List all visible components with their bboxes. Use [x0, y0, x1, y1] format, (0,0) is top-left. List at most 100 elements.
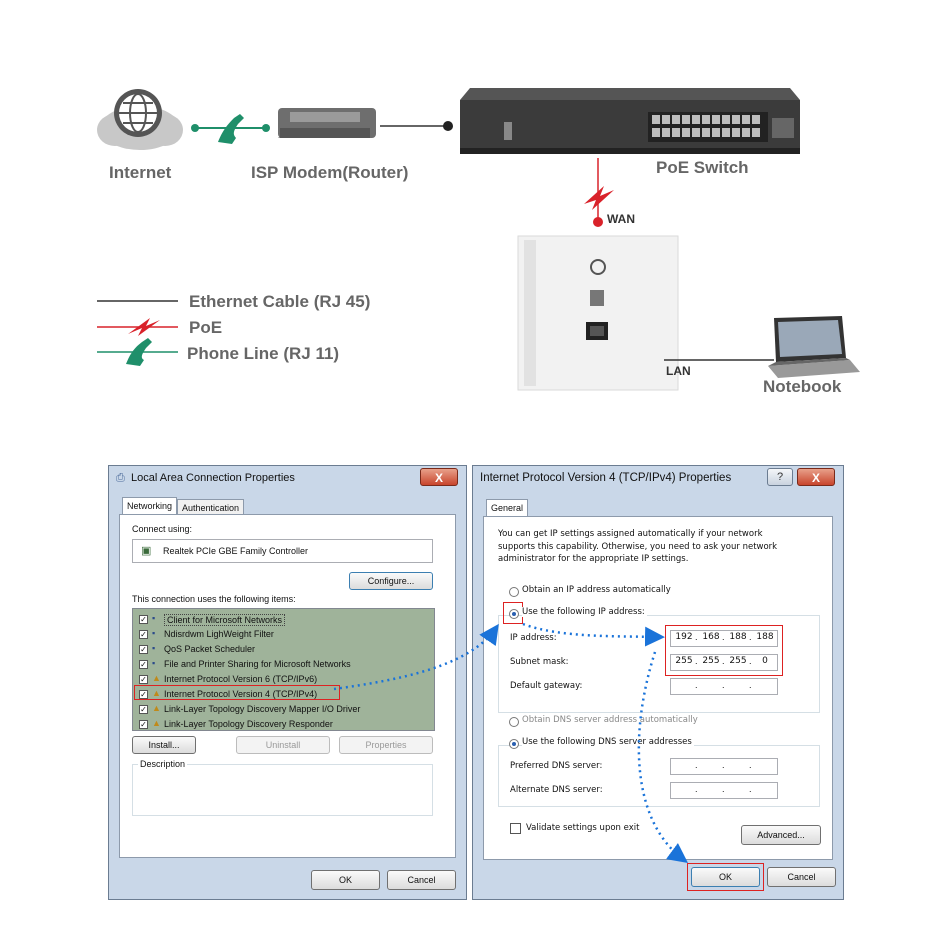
item-checkbox[interactable]: ✓	[139, 675, 148, 684]
item-checkbox[interactable]: ✓	[139, 660, 148, 669]
validate-label: Validate settings upon exit	[526, 823, 640, 833]
items-label: This connection uses the following items…	[132, 594, 296, 604]
tab-general[interactable]: General	[486, 499, 529, 517]
list-item[interactable]: ✓ ▲ Link-Layer Topology Discovery Mapper…	[133, 702, 434, 717]
ipv4-close-button[interactable]: X	[797, 468, 835, 486]
network-icon: ⎙	[116, 472, 125, 484]
modem-icon	[278, 108, 376, 138]
internet-cloud-icon	[97, 89, 183, 150]
item-label: Internet Protocol Version 6 (TCP/IPv6)	[164, 674, 318, 684]
item-checkbox[interactable]: ✓	[139, 630, 148, 639]
ipv4-cancel-button[interactable]: Cancel	[767, 867, 836, 887]
ip-address-label: IP address:	[510, 633, 557, 643]
item-label: Client for Microsoft Networks	[164, 614, 286, 626]
octet: 188	[729, 632, 747, 642]
items-list[interactable]: ✓ ▪ Client for Microsoft Networks ✓ ▪ Nd…	[132, 608, 435, 731]
tab-networking[interactable]: Networking	[122, 497, 178, 515]
list-item[interactable]: ✓ ▪ File and Printer Sharing for Microso…	[133, 657, 434, 672]
item-checkbox[interactable]: ✓	[139, 615, 148, 624]
item-label: Link-Layer Topology Discovery Mapper I/O…	[164, 704, 361, 714]
uninstall-button[interactable]: Uninstall	[236, 736, 330, 754]
list-item[interactable]: ✓ ▲ Link-Layer Topology Discovery Respon…	[133, 717, 434, 732]
item-label: File and Printer Sharing for Microsoft N…	[164, 659, 351, 669]
lan-cancel-button[interactable]: Cancel	[387, 870, 456, 890]
advanced-button[interactable]: Advanced...	[741, 825, 821, 845]
configure-button[interactable]: Configure...	[349, 572, 433, 590]
lan-title: Local Area Connection Properties	[131, 472, 295, 484]
list-item[interactable]: ✓ ▪ QoS Packet Scheduler	[133, 642, 434, 657]
octet: 255	[702, 656, 720, 666]
obtain-ip-radio[interactable]	[509, 587, 519, 597]
octet: 168	[702, 632, 720, 642]
use-dns-radio[interactable]	[509, 739, 519, 749]
item-label: Link-Layer Topology Discovery Responder	[164, 719, 333, 729]
ipv4-ok-button[interactable]: OK	[691, 867, 760, 887]
lan-ok-button[interactable]: OK	[311, 870, 380, 890]
client-icon: ▪	[152, 613, 156, 623]
ok-highlight-box	[687, 863, 764, 891]
item-label: Ndisrdwm LighWeight Filter	[164, 629, 274, 639]
flow-arrows	[333, 622, 689, 863]
intro-text-3: administrator for the appropriate IP set…	[498, 554, 689, 564]
use-dns-label: Use the following DNS server addresses	[522, 737, 694, 747]
help-button[interactable]: ?	[767, 468, 793, 486]
ip-address-group	[498, 615, 820, 713]
lan-label: LAN	[666, 364, 691, 378]
alternate-dns-label: Alternate DNS server:	[510, 785, 603, 795]
list-item[interactable]: ✓ ▪ Client for Microsoft Networks	[133, 612, 434, 627]
ipv4-title-bar: Internet Protocol Version 4 (TCP/IPv4) P…	[473, 466, 843, 492]
lan-close-button[interactable]: X	[420, 468, 458, 486]
arrow-ipv4-to-props	[333, 623, 499, 691]
ipv4-title: Internet Protocol Version 4 (TCP/IPv4) P…	[480, 472, 732, 484]
octet: 192	[675, 632, 693, 642]
preferred-dns-field[interactable]: ...	[670, 758, 778, 775]
obtain-dns-radio[interactable]	[509, 717, 519, 727]
protocol-icon: ▲	[152, 703, 161, 713]
tab-authentication[interactable]: Authentication	[177, 499, 245, 515]
list-item[interactable]: ✓ ▪ Ndisrdwm LighWeight Filter	[133, 627, 434, 642]
ip-address-field[interactable]: 192. 168. 188. 188	[670, 630, 778, 647]
item-checkbox[interactable]: ✓	[139, 645, 148, 654]
lan-properties-window: ⎙ Local Area Connection Properties X Net…	[108, 465, 467, 900]
use-ip-label: Use the following IP address:	[522, 607, 647, 617]
scheduler-icon: ▪	[152, 643, 156, 653]
poe-line-connector	[584, 158, 614, 227]
octet: 0	[762, 656, 768, 666]
notebook-label: Notebook	[763, 377, 842, 396]
description-label: Description	[138, 759, 188, 769]
item-label: QoS Packet Scheduler	[164, 644, 256, 654]
list-item[interactable]: ✓ ▲ Internet Protocol Version 6 (TCP/IPv…	[133, 672, 434, 687]
ipv4-highlight-box	[134, 685, 340, 700]
networking-panel: Connect using: ▣ Realtek PCIe GBE Family…	[119, 514, 456, 858]
modem-label: ISP Modem(Router)	[251, 163, 409, 182]
phone-line-connector	[191, 114, 270, 144]
notebook-icon	[768, 316, 860, 378]
item-checkbox[interactable]: ✓	[139, 690, 148, 699]
octet: 255	[729, 656, 747, 666]
obtain-dns-label: Obtain DNS server address automatically	[522, 715, 698, 725]
wan-label: WAN	[607, 212, 635, 226]
validate-checkbox[interactable]	[510, 823, 521, 834]
list-item[interactable]: ✓ ▲ Internet Protocol Version 4 (TCP/IPv…	[133, 687, 434, 702]
alternate-dns-field[interactable]: ...	[670, 782, 778, 799]
install-button[interactable]: Install...	[132, 736, 196, 754]
use-ip-radio[interactable]	[509, 609, 519, 619]
lan-title-bar: ⎙ Local Area Connection Properties X	[109, 466, 466, 492]
arrow-radio-to-ip	[522, 622, 665, 647]
octet: 188	[756, 632, 774, 642]
octet: 255	[675, 656, 693, 666]
item-checkbox[interactable]: ✓	[139, 705, 148, 714]
intro-text-2: supports this capability. Otherwise, you…	[498, 542, 778, 552]
adapter-name: Realtek PCIe GBE Family Controller	[163, 546, 309, 556]
protocol-icon: ▲	[152, 688, 161, 698]
default-gateway-field[interactable]: ...	[670, 678, 778, 695]
protocol-icon: ▲	[152, 718, 161, 728]
description-box	[132, 764, 433, 816]
properties-button[interactable]: Properties	[339, 736, 433, 754]
legend-poe-line	[97, 318, 178, 336]
item-checkbox[interactable]: ✓	[139, 720, 148, 729]
subnet-mask-field[interactable]: 255. 255. 255. 0	[670, 654, 778, 671]
sharing-icon: ▪	[152, 658, 156, 668]
protocol-icon: ▲	[152, 673, 161, 683]
subnet-mask-label: Subnet mask:	[510, 657, 569, 667]
